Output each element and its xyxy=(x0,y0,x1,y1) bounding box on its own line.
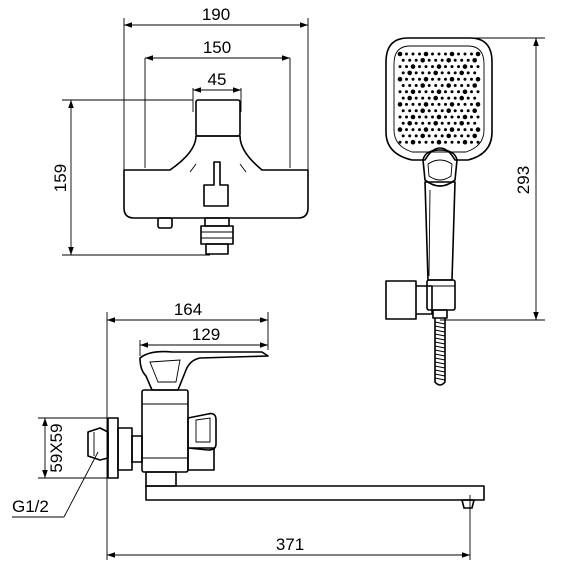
shower-hose xyxy=(434,318,446,386)
dim-371-label: 371 xyxy=(276,535,304,554)
spout xyxy=(145,485,485,501)
dim-159-label: 159 xyxy=(51,164,70,192)
dim-45-label: 45 xyxy=(208,70,227,89)
connector-top xyxy=(204,217,230,227)
diverter-knob xyxy=(187,412,217,451)
dim-190-label: 190 xyxy=(202,5,230,24)
dim-150-label: 150 xyxy=(203,38,231,57)
wall-flange xyxy=(107,417,119,479)
dim-59x59-label: 59X59 xyxy=(47,423,66,472)
dim-293-label: 293 xyxy=(514,166,533,194)
spray-nozzles xyxy=(397,51,481,145)
shower-head xyxy=(385,37,493,161)
lever-top xyxy=(195,99,241,137)
mixer-body-top xyxy=(123,135,309,219)
mixer-body-side xyxy=(141,389,189,473)
dim-164-label: 164 xyxy=(174,300,202,319)
shower-holder xyxy=(385,280,417,320)
dim-129-label: 129 xyxy=(192,325,220,344)
spout-base xyxy=(145,471,177,487)
side-view: 164 129 371 59X59 G1/2 xyxy=(12,300,485,560)
hand-shower-view: 293 xyxy=(385,37,545,386)
thread-label: G1/2 xyxy=(12,497,49,516)
top-view: 190 150 45 159 xyxy=(51,5,309,256)
lever-side xyxy=(139,350,269,391)
